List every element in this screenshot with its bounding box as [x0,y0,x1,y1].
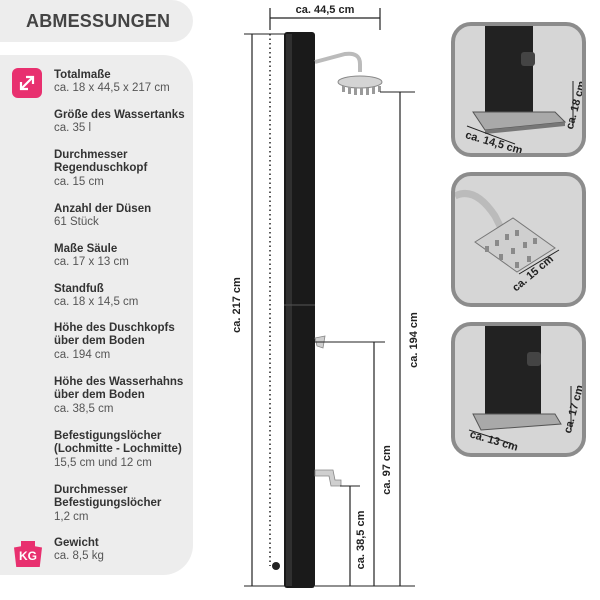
spec-item-mounting-holes: Befestigungslöcher (Lochmitte - Lochmitt… [54,430,194,470]
spec-item-showerhead-height: Höhe des Duschkopfs über dem Boden ca. 1… [54,322,194,362]
section-title-box: ABMESSUNGEN [0,0,193,42]
spec-item-base: Standfuß ca. 18 x 14,5 cm [54,283,194,310]
base-detail-illustration: ca. 14,5 cm ca. 18 cm [464,26,582,153]
detail-card-column: ca. 13 cm ca. 17 cm [451,322,586,457]
detail-card-base: ca. 14,5 cm ca. 18 cm [451,22,586,157]
spec-value: ca. 17 x 13 cm [54,256,129,269]
spec-label: Größe des Wassertanks [54,109,185,121]
spec-value: ca. 8,5 kg [54,550,104,563]
spec-label: Maße Säule [54,243,118,255]
column-depth-label: ca. 13 cm [468,429,519,453]
spec-item-tap-height: Höhe des Wasserhahns über dem Boden ca. … [54,376,194,416]
water-tap [314,469,342,487]
showerhead-height-label: ca. 194 cm [408,312,420,368]
middle-height-label: ca. 97 cm [381,445,393,495]
shower-diagram: ca. 44,5 cm ca. 217 cm ca. 194 cm ca. 97… [231,4,420,588]
spec-item-showerhead-diameter: Durchmesser Regenduschkopf ca. 15 cm [54,149,194,189]
spec-item-hole-diameter: Durchmesser Befestigungslöcher 1,2 cm [54,484,194,524]
spec-label: Durchmesser Befestigungslöcher [54,484,162,510]
total-height-label: ca. 217 cm [231,277,243,333]
spec-value: 15,5 cm und 12 cm [54,456,152,469]
spec-item-tank-size: Größe des Wassertanks ca. 35 l [54,109,194,136]
spec-label: Höhe des Duschkopfs über dem Boden [54,322,175,348]
spec-value: ca. 35 l [54,122,92,135]
spec-value: 1,2 cm [54,510,89,523]
spec-value: ca. 38,5 cm [54,402,114,415]
spec-panel [0,55,193,575]
spec-value: 61 Stück [54,216,99,229]
spec-item-column-size: Maße Säule ca. 17 x 13 cm [54,243,194,270]
column-width-label: ca. 17 cm [562,384,582,435]
spec-item-nozzle-count: Anzahl der Düsen 61 Stück [54,203,194,230]
spec-item-weight: Gewicht ca. 8,5 kg [54,537,194,564]
showerhead-detail-illustration: ca. 15 cm [455,190,560,294]
column-detail-illustration: ca. 13 cm ca. 17 cm [468,326,582,453]
spec-item-total-dimensions: Totalmaße ca. 18 x 44,5 x 217 cm [54,69,194,96]
section-title: ABMESSUNGEN [26,10,171,31]
spec-label: Durchmesser Regenduschkopf [54,149,148,175]
spec-label: Höhe des Wasserhahns über dem Boden [54,376,184,402]
tap-height-label: ca. 38,5 cm [355,510,367,569]
spec-value: ca. 18 x 14,5 cm [54,296,139,309]
spec-label: Anzahl der Düsen [54,203,152,215]
spec-label: Totalmaße [54,69,111,81]
spec-label: Gewicht [54,537,99,549]
spec-value: ca. 194 cm [54,348,111,361]
spec-value: ca. 15 cm [54,175,104,188]
spec-value: ca. 18 x 44,5 x 217 cm [54,82,170,95]
resize-arrows-icon [12,68,42,98]
width-dimension-label: ca. 44,5 cm [296,4,355,16]
detail-card-showerhead: ca. 15 cm [451,172,586,307]
weight-badge-text: KG [19,549,37,563]
spec-label: Standfuß [54,283,104,295]
spec-label: Befestigungslöcher (Lochmitte - Lochmitt… [54,430,182,456]
